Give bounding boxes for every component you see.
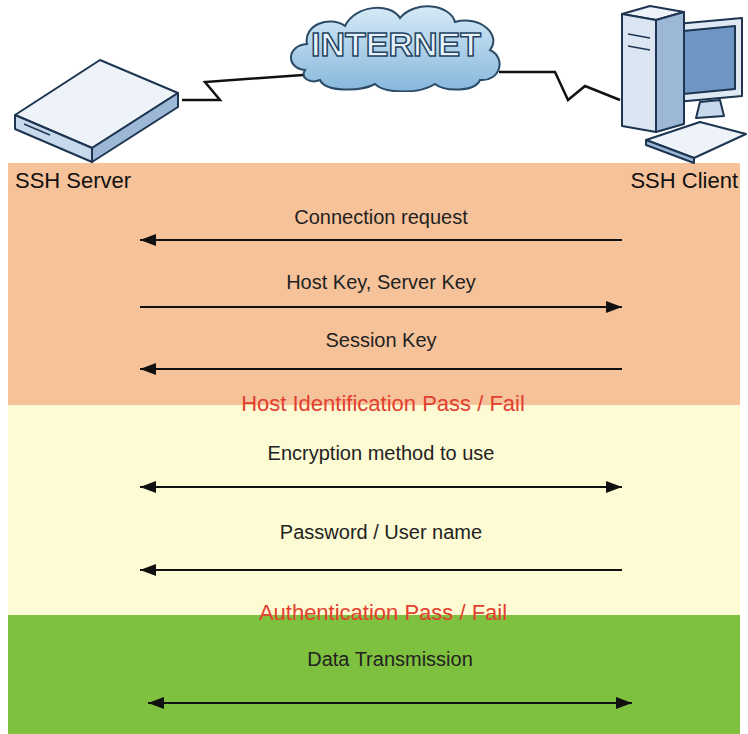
orange-band — [8, 163, 740, 405]
status-label: Host Identification Pass / Fail — [241, 391, 525, 417]
message-label: Host Key, Server Key — [286, 271, 476, 294]
status-label: Authentication Pass / Fail — [259, 600, 507, 626]
message-label: Session Key — [325, 329, 436, 352]
message-label: Password / User name — [280, 521, 482, 544]
message-label: Data Transmission — [307, 648, 473, 671]
ssh-server-node: SSH Server — [10, 52, 182, 194]
message-arrow — [140, 368, 622, 370]
internet-cloud: INTERNET — [285, 0, 507, 92]
message-label: Encryption method to use — [268, 442, 495, 465]
message-label: Connection request — [294, 206, 467, 229]
network-wire — [182, 75, 303, 100]
tower-side — [656, 12, 684, 132]
message-arrow — [148, 702, 632, 704]
green-band — [8, 615, 740, 734]
monitor-stand — [696, 100, 724, 118]
tower-drive — [628, 46, 650, 50]
client-computer — [622, 6, 746, 163]
keyboard — [646, 122, 746, 158]
server-detail — [24, 124, 50, 135]
keyboard-edge — [646, 140, 694, 163]
message-arrow — [140, 569, 622, 571]
message-arrow — [140, 486, 622, 488]
message-arrow — [140, 306, 622, 308]
server-device — [15, 60, 178, 162]
tower-front — [622, 14, 656, 132]
monitor-screen — [683, 26, 735, 94]
message-arrow — [140, 239, 622, 241]
cloud-label: INTERNET — [285, 25, 507, 64]
monitor-frame — [676, 18, 742, 102]
server-side — [92, 93, 178, 162]
device-label: SSH Client — [630, 168, 738, 194]
network-wire — [499, 72, 620, 100]
yellow-band — [8, 405, 740, 615]
device-label: SSH Server — [15, 168, 131, 194]
ssh-client-node: SSH Client — [598, 0, 748, 194]
server-front — [15, 115, 92, 162]
tower-drive — [628, 34, 650, 38]
